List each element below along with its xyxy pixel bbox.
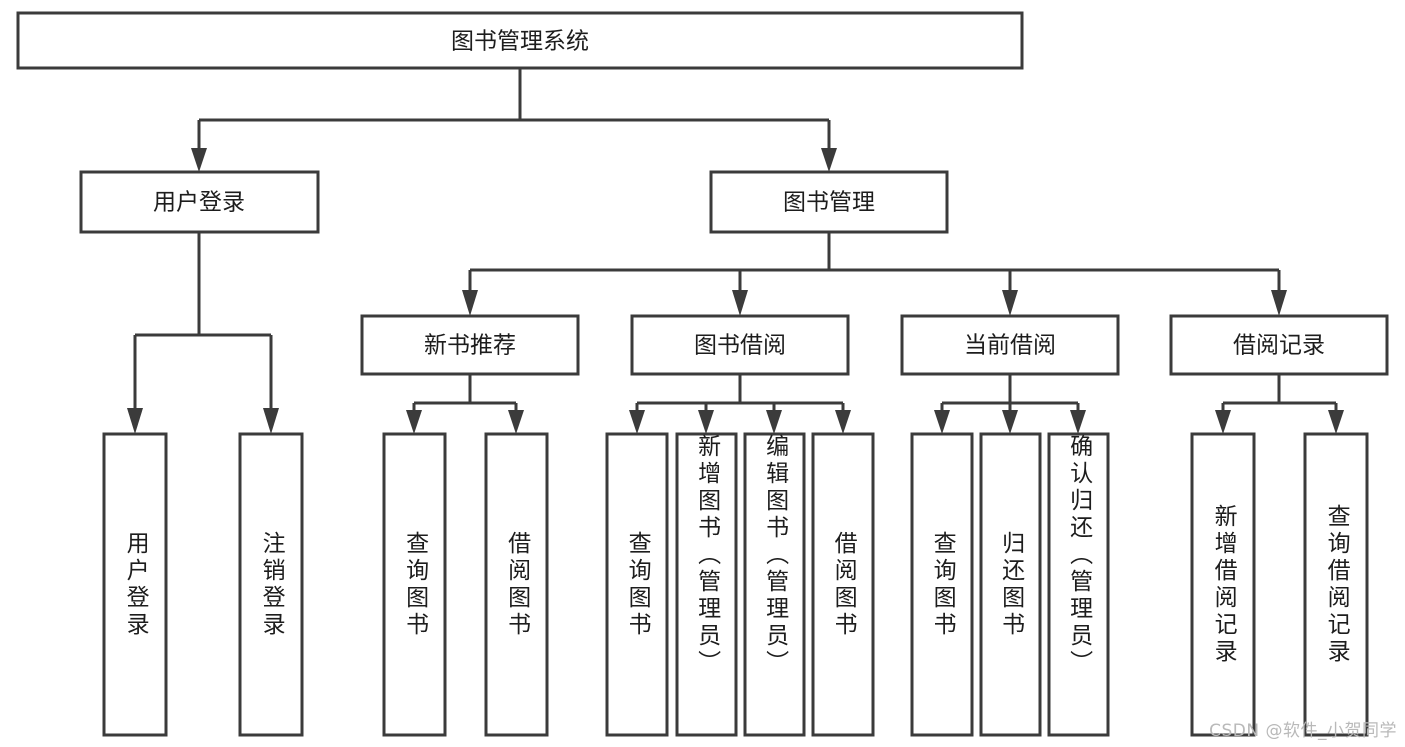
node-book-borrow-label: 图书借阅: [694, 333, 786, 359]
node-book-borrow[interactable]: 图书借阅: [630, 314, 850, 376]
arrowhead-leaf-return-book: [1002, 410, 1018, 434]
node-leaf-user-logout-box[interactable]: [238, 432, 304, 737]
arrowhead-leaf-query-borrow-record: [1328, 410, 1344, 434]
node-book-borrow-box[interactable]: [630, 314, 850, 376]
node-current-borrow-label: 当前借阅: [964, 333, 1056, 359]
node-user-login-label: 用户登录: [153, 190, 245, 216]
node-leaf-add-book-box[interactable]: [675, 432, 738, 737]
arrowhead-borrow-record: [1271, 290, 1287, 316]
node-book-management-label: 图书管理: [783, 190, 875, 216]
arrowhead-user-login: [191, 148, 207, 172]
node-new-book-recommend[interactable]: 新书推荐: [360, 314, 580, 376]
node-new-book-recommend-box[interactable]: [360, 314, 580, 376]
node-leaf-edit-book-box[interactable]: [743, 432, 806, 737]
arrowhead-book-management: [821, 148, 837, 172]
node-leaf-confirm-return-box[interactable]: [1047, 432, 1110, 737]
arrowhead-leaf-query-book-3: [934, 410, 950, 434]
arrowhead-book-borrow: [732, 290, 748, 316]
arrowhead-current-borrow: [1002, 290, 1018, 316]
node-leaf-return-book-box[interactable]: [979, 432, 1042, 737]
arrowhead-leaf-borrow-book-2: [835, 410, 851, 434]
node-borrow-record-box[interactable]: [1169, 314, 1389, 376]
node-root[interactable]: 图书管理系统: [16, 11, 1024, 70]
node-layer: 图书管理系统 用户登录 图书管理 新书推荐 图书借阅: [16, 11, 1389, 737]
connector-layer: [127, 68, 1344, 434]
node-user-login[interactable]: 用户登录: [79, 170, 320, 234]
arrowhead-leaf-user-logout: [263, 408, 279, 434]
node-leaf-add-borrow-record-box[interactable]: [1190, 432, 1256, 737]
arrowhead-leaf-edit-book: [766, 410, 782, 434]
node-leaf-query-borrow-record-box[interactable]: [1303, 432, 1369, 737]
node-leaf-query-book-3-box[interactable]: [910, 432, 974, 737]
node-leaf-query-book-1-box[interactable]: [382, 432, 447, 737]
arrowhead-leaf-add-book: [698, 410, 714, 434]
node-leaf-borrow-book-1-box[interactable]: [484, 432, 549, 737]
arrowhead-leaf-add-borrow-record: [1215, 410, 1231, 434]
arrowhead-leaf-query-book-1: [406, 410, 422, 434]
node-current-borrow-box[interactable]: [900, 314, 1120, 376]
csdn-watermark: CSDN @软件_小贺同学: [1209, 721, 1397, 741]
node-book-management-box[interactable]: [709, 170, 949, 234]
node-book-management[interactable]: 图书管理: [709, 170, 949, 234]
arrowhead-leaf-query-book-2: [629, 410, 645, 434]
arrowhead-leaf-confirm-return: [1070, 410, 1086, 434]
node-borrow-record-label: 借阅记录: [1233, 333, 1325, 359]
arrowhead-new-book-recommend: [462, 290, 478, 316]
node-root-box[interactable]: [16, 11, 1024, 70]
node-leaf-borrow-book-2-box[interactable]: [811, 432, 875, 737]
node-root-label: 图书管理系统: [451, 29, 589, 55]
node-new-book-recommend-label: 新书推荐: [424, 333, 516, 359]
node-borrow-record[interactable]: 借阅记录: [1169, 314, 1389, 376]
arrowhead-leaf-user-login: [127, 408, 143, 434]
node-user-login-box[interactable]: [79, 170, 320, 234]
node-leaf-query-book-2-box[interactable]: [605, 432, 669, 737]
node-leaf-user-login-box[interactable]: [102, 432, 168, 737]
arrowhead-leaf-borrow-book-1: [508, 410, 524, 434]
node-current-borrow[interactable]: 当前借阅: [900, 314, 1120, 376]
